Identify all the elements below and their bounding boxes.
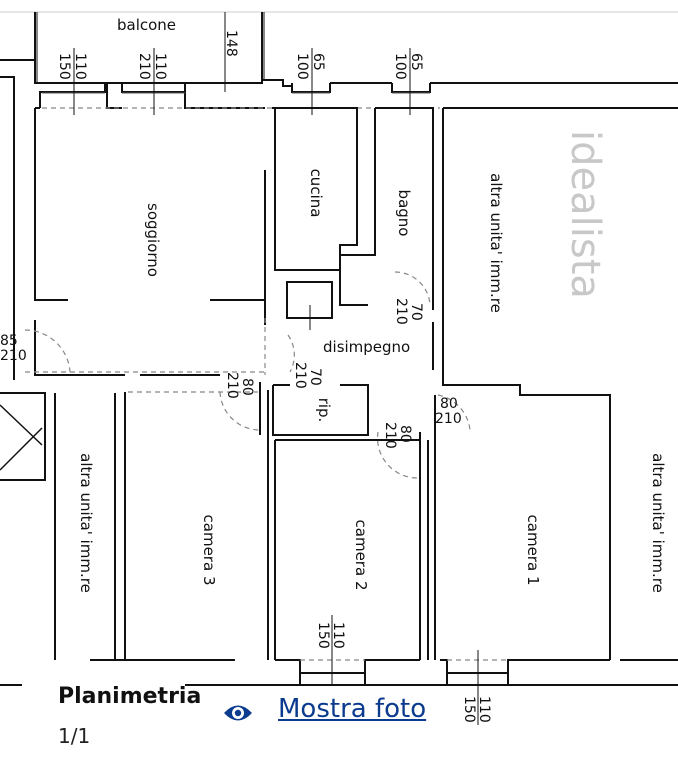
room-label-camera-1: camera 1 <box>524 515 542 586</box>
dim-label: 210 <box>435 411 462 427</box>
dim-label: 65 <box>408 53 424 71</box>
dim-label: 100 <box>392 53 408 80</box>
image-title: Planimetria <box>58 684 202 709</box>
dim-label: 100 <box>294 53 310 80</box>
dim-label: 70 <box>307 368 323 386</box>
dim-label: 210 <box>224 372 240 399</box>
room-label-altra-unita-left: altra unita' imm.re <box>77 453 95 593</box>
room-label-camera-2: camera 2 <box>352 520 370 591</box>
dim-label: 110 <box>330 622 346 649</box>
dim-label: 210 <box>292 362 308 389</box>
watermark-logo: idealista <box>562 130 608 299</box>
room-label-rip: rip. <box>315 398 333 423</box>
dim-label: 70 <box>408 303 424 321</box>
dim-label: 210 <box>0 348 27 364</box>
image-counter: 1/1 <box>58 724 91 748</box>
room-label-cucina: cucina <box>307 169 325 218</box>
room-label-camera-3: camera 3 <box>200 515 218 586</box>
room-label-altra-unita-top: altra unita' imm.re <box>487 173 505 313</box>
dim-label: 148 <box>223 30 239 57</box>
show-photo-link[interactable]: Mostra foto <box>278 694 427 724</box>
dim-label: 110 <box>72 53 88 80</box>
dim-label: 80 <box>440 396 458 412</box>
eye-icon[interactable] <box>222 700 254 726</box>
dim-label: 150 <box>315 622 331 649</box>
dim-label: 150 <box>56 53 72 80</box>
dim-label: 110 <box>476 696 492 723</box>
room-label-balcone: balcone <box>117 16 176 34</box>
dim-label: 210 <box>393 298 409 325</box>
dim-label: 150 <box>461 696 477 723</box>
dim-label: 80 <box>239 378 255 396</box>
dim-label: 85 <box>0 333 18 349</box>
room-label-soggiorno: soggiorno <box>144 203 162 277</box>
dim-label: 80 <box>397 425 413 443</box>
room-label-altra-unita-right: altra unita' imm.re <box>649 453 667 593</box>
dim-label: 65 <box>310 53 326 71</box>
room-label-disimpegno: disimpegno <box>323 338 410 356</box>
dim-label: 210 <box>382 422 398 449</box>
dim-label: 210 <box>136 53 152 80</box>
room-label-bagno: bagno <box>395 190 413 237</box>
dim-label: 110 <box>152 53 168 80</box>
